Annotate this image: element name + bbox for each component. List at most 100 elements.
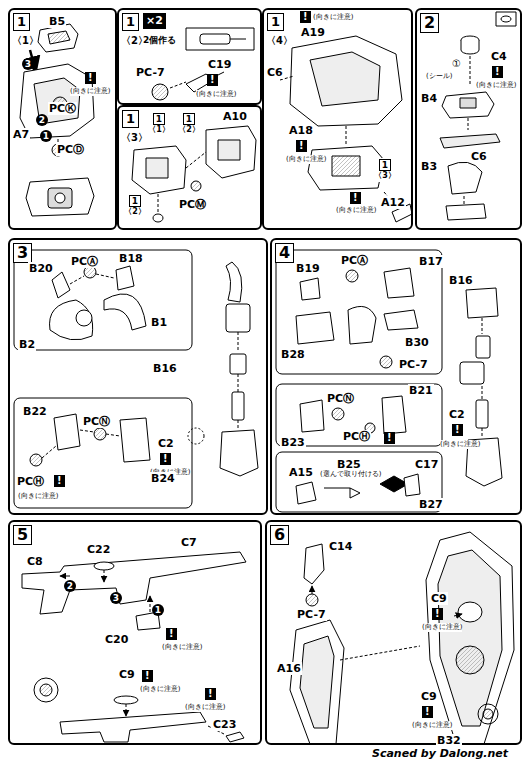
part-label: C4 bbox=[490, 50, 508, 63]
note-text: (向きに注意) bbox=[336, 206, 376, 215]
order-number: 3 bbox=[22, 58, 34, 70]
order-number: 1 bbox=[152, 604, 164, 616]
part-label: PCⓃ bbox=[326, 392, 355, 405]
part-label: C22 bbox=[86, 543, 111, 556]
part-label: PCⒶ bbox=[340, 254, 369, 267]
part-label: A15 bbox=[288, 466, 314, 479]
step-number: 6 bbox=[270, 525, 289, 545]
part-label: B32 bbox=[436, 734, 462, 747]
note-text: (向きに注意) bbox=[440, 440, 480, 449]
caution-icon: ! bbox=[384, 432, 395, 444]
note-text: (向きに注意) bbox=[286, 155, 326, 164]
caution-icon: ! bbox=[296, 140, 307, 152]
part-label: A7 bbox=[12, 128, 30, 141]
part-label: PCⒹ bbox=[56, 143, 85, 156]
part-label: C8 bbox=[26, 555, 44, 568]
note-text: (シール) bbox=[426, 72, 452, 81]
part-label: C6 bbox=[266, 66, 284, 79]
step-note: 〈3〉 bbox=[121, 131, 148, 145]
part-label: B23 bbox=[280, 436, 306, 449]
step-note: 〈4〉 bbox=[266, 34, 293, 48]
step-number: 1 bbox=[153, 113, 165, 125]
caution-icon: ! bbox=[300, 11, 311, 23]
note-text: (向きに注意) bbox=[313, 13, 353, 22]
note-text: (向きに注意) bbox=[70, 87, 110, 96]
part-label: C20 bbox=[104, 633, 129, 646]
step-number: 4 bbox=[275, 243, 294, 263]
sub-step-panel: 1 〈1〉 bbox=[8, 8, 117, 230]
sub-step-panel: 1×2〈2〉2個作る bbox=[117, 8, 262, 105]
step-number: 1 bbox=[122, 13, 139, 31]
step-note: 〈2〉 bbox=[178, 125, 200, 135]
part-label: A18 bbox=[288, 124, 314, 137]
step-note: 〈1〉 bbox=[12, 34, 39, 48]
caution-icon: ! bbox=[54, 475, 65, 487]
step-reference: 1〈2〉 bbox=[176, 112, 202, 136]
part-label: PC-7 bbox=[296, 608, 327, 621]
order-number: 1 bbox=[40, 130, 52, 142]
part-label: B4 bbox=[420, 92, 438, 105]
part-label: A16 bbox=[276, 662, 302, 675]
part-label: A12 bbox=[380, 196, 406, 209]
step-reference: 1〈1〉 bbox=[146, 112, 172, 136]
part-label: PCⓃ bbox=[82, 415, 111, 428]
order-number: 2 bbox=[64, 580, 76, 592]
part-label: C17 bbox=[414, 458, 439, 471]
caution-icon: ! bbox=[422, 706, 433, 718]
step-note: 〈2〉 bbox=[124, 207, 146, 217]
note-text: (向きに注意) bbox=[476, 81, 516, 90]
part-label: C19 bbox=[207, 58, 232, 71]
step-number: 1 bbox=[129, 195, 141, 207]
step-number: 1 bbox=[122, 110, 139, 128]
part-label: B24 bbox=[150, 472, 176, 485]
caution-icon: ! bbox=[160, 453, 171, 465]
part-label: B21 bbox=[408, 384, 434, 397]
part-label: B1 bbox=[150, 316, 168, 329]
part-label: C9 bbox=[420, 690, 438, 703]
note-text: (向きに注意) bbox=[18, 492, 58, 501]
step-number: 3 bbox=[13, 243, 32, 263]
caution-icon: ! bbox=[492, 66, 503, 78]
part-label: C23 bbox=[212, 718, 237, 731]
part-label: PCⒽ bbox=[342, 430, 371, 443]
step-note: 〈3〉 bbox=[374, 171, 396, 181]
part-label: B20 bbox=[28, 262, 54, 275]
note-text: (向きに注意) bbox=[412, 721, 452, 730]
part-label: B16 bbox=[448, 274, 474, 287]
part-label: B2 bbox=[18, 338, 36, 351]
part-label: B17 bbox=[418, 255, 444, 268]
step-note: ×2 bbox=[143, 13, 166, 29]
step-number: 2 bbox=[420, 13, 439, 33]
part-label: C14 bbox=[328, 540, 353, 553]
watermark: Scaned by Dalong.net bbox=[372, 747, 508, 760]
note-text: (向きに注意) bbox=[196, 90, 236, 99]
order-number: 2 bbox=[36, 114, 48, 126]
step-panel: 2 bbox=[415, 8, 522, 230]
part-label: B30 bbox=[404, 336, 430, 349]
part-label: PCⒶ bbox=[70, 255, 99, 268]
caution-icon: ! bbox=[350, 192, 361, 204]
part-label: B27 bbox=[418, 498, 444, 511]
step-number: 5 bbox=[13, 525, 32, 545]
part-label: B3 bbox=[420, 160, 438, 173]
part-label: B22 bbox=[22, 405, 48, 418]
caution-icon: ! bbox=[432, 608, 443, 620]
step-number: 1 bbox=[183, 113, 195, 125]
part-label: PC-7 bbox=[135, 66, 166, 79]
part-label: PCⓂ bbox=[178, 198, 207, 211]
step-note: 〈1〉 bbox=[148, 125, 170, 135]
part-label: C9 bbox=[118, 668, 136, 681]
step-number: 1 bbox=[13, 13, 30, 31]
sub-step-panel: 1〈1〉1〈2〉1〈2〉1〈3〉 bbox=[117, 105, 262, 230]
part-label: PCⓀ bbox=[48, 102, 77, 115]
step-number: 1 bbox=[379, 159, 391, 171]
part-label: B19 bbox=[295, 262, 321, 275]
caution-icon: ! bbox=[452, 424, 463, 436]
step-panel: 3 bbox=[8, 238, 268, 515]
caution-icon: ! bbox=[142, 670, 153, 682]
step-panel: 6 bbox=[265, 520, 522, 745]
part-label: C6 bbox=[470, 150, 488, 163]
part-label: PC-7 bbox=[398, 358, 429, 371]
step-number: 1 bbox=[267, 13, 284, 31]
note-text: (選んで取り付ける) bbox=[320, 470, 381, 479]
